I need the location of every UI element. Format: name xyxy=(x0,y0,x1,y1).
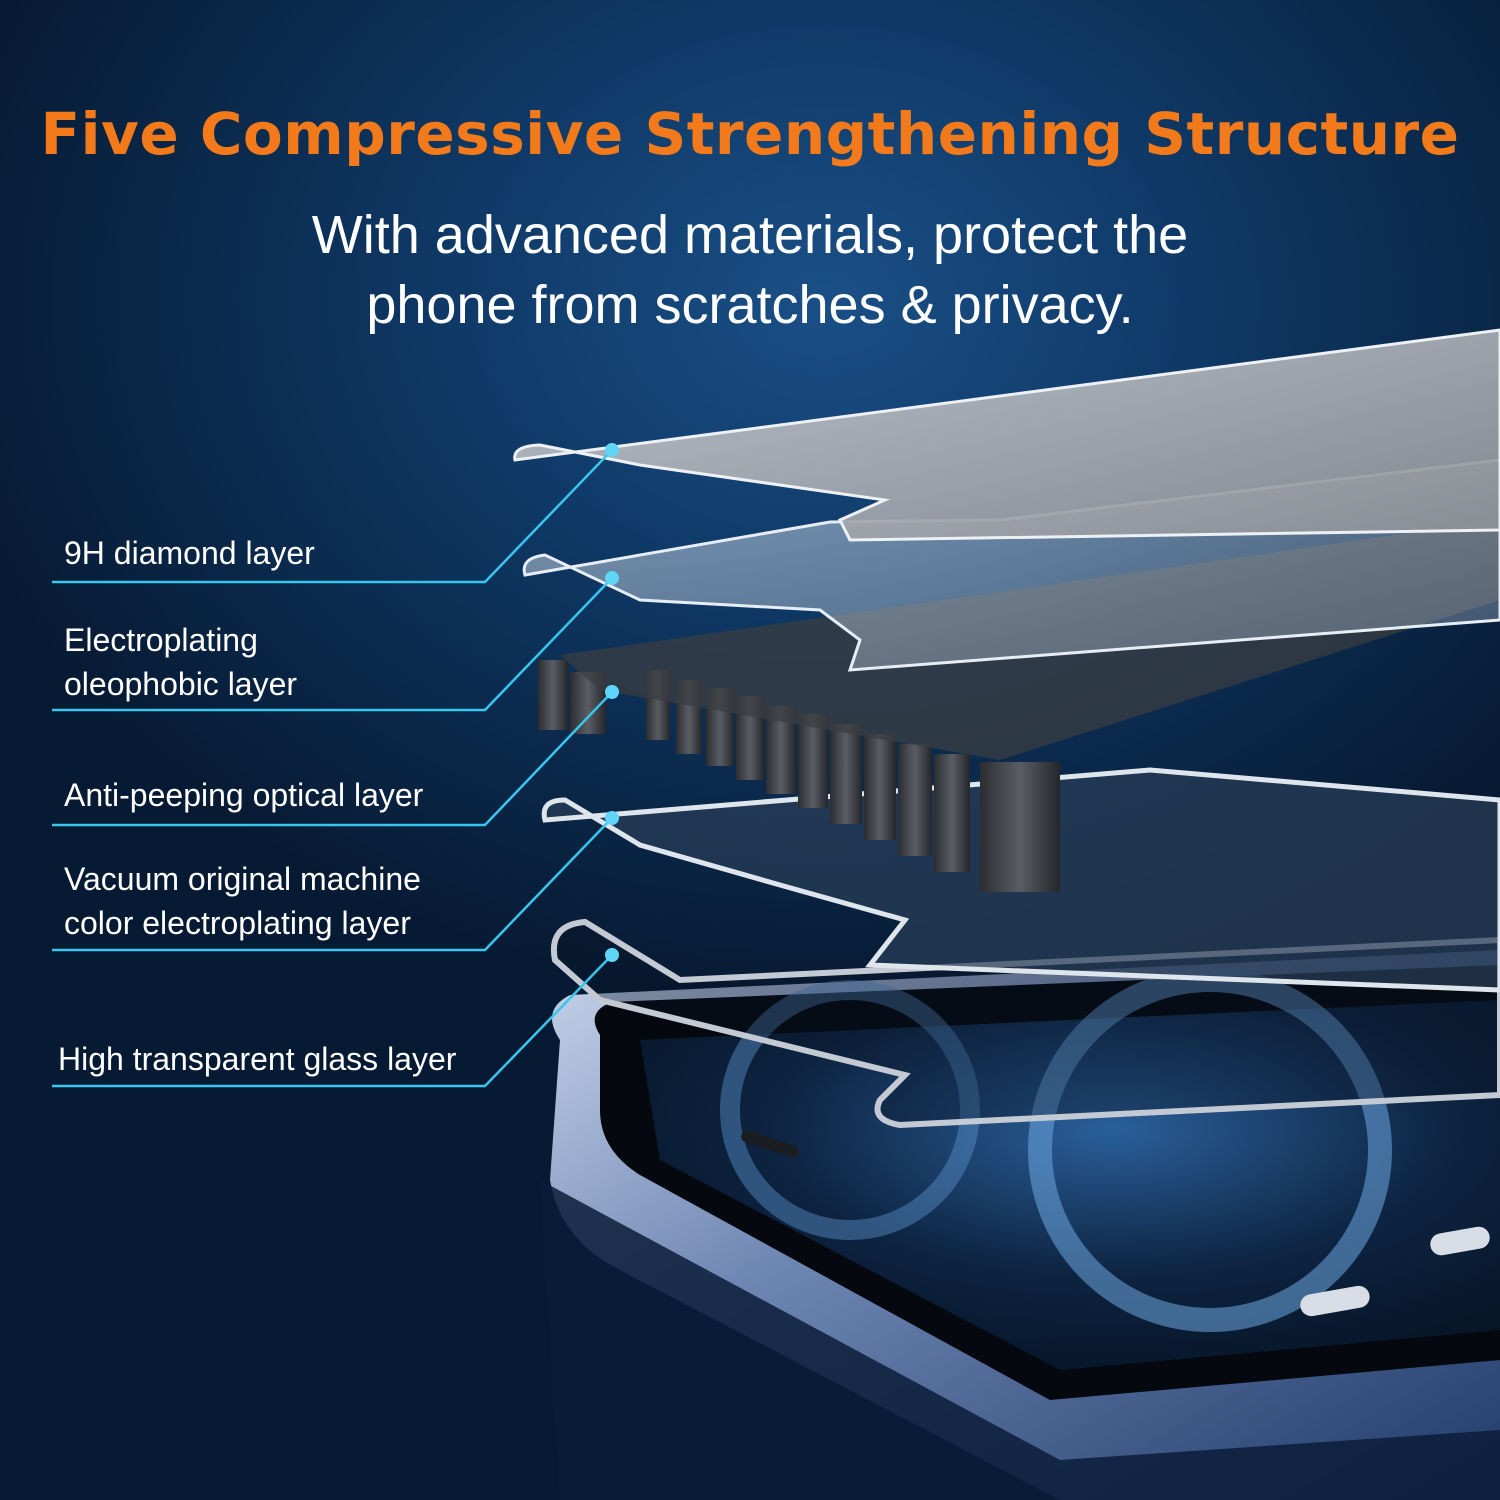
leader-dot-4 xyxy=(605,811,619,825)
leader-line-1 xyxy=(52,449,613,584)
subtitle-line-1: With advanced materials, protect the xyxy=(311,205,1189,265)
leader-dot-1 xyxy=(605,443,619,457)
layer-label-line: oleophobic layer xyxy=(64,666,298,702)
layer-label-line: Anti-peeping optical layer xyxy=(64,777,424,813)
page-subtitle: With advanced materials, protect the pho… xyxy=(200,200,1300,340)
layer-label-line: 9H diamond layer xyxy=(64,535,315,571)
layer-label-line: High transparent glass layer xyxy=(58,1041,457,1077)
diamond-layer-shape xyxy=(513,328,1500,542)
layer-label-diamond: 9H diamond layer xyxy=(64,531,315,575)
leader-dot-3 xyxy=(605,685,619,699)
phone-illustration xyxy=(540,950,1500,1500)
page-title: Five Compressive Strengthening Structure xyxy=(40,100,1460,168)
layer-label-line: Electroplating xyxy=(64,622,258,658)
layer-label-oleophobic: Electroplating oleophobic layer xyxy=(64,618,297,706)
layer-label-glass: High transparent glass layer xyxy=(58,1037,456,1081)
leader-dots xyxy=(605,443,619,962)
leader-dot-2 xyxy=(605,571,619,585)
layer-label-line: color electroplating layer xyxy=(64,905,411,941)
subtitle-line-2: phone from scratches & privacy. xyxy=(366,275,1134,335)
leader-dot-5 xyxy=(605,948,619,962)
leader-line-3 xyxy=(52,691,613,827)
leader-line-2 xyxy=(52,577,613,712)
layer-label-electroplating: Vacuum original machine color electropla… xyxy=(64,857,421,945)
leader-line-4 xyxy=(52,817,613,952)
leader-lines xyxy=(52,449,613,1088)
layer-label-line: Vacuum original machine xyxy=(64,861,421,897)
leader-line-5 xyxy=(52,954,613,1088)
layer-label-anti-peeping: Anti-peeping optical layer xyxy=(64,773,423,817)
